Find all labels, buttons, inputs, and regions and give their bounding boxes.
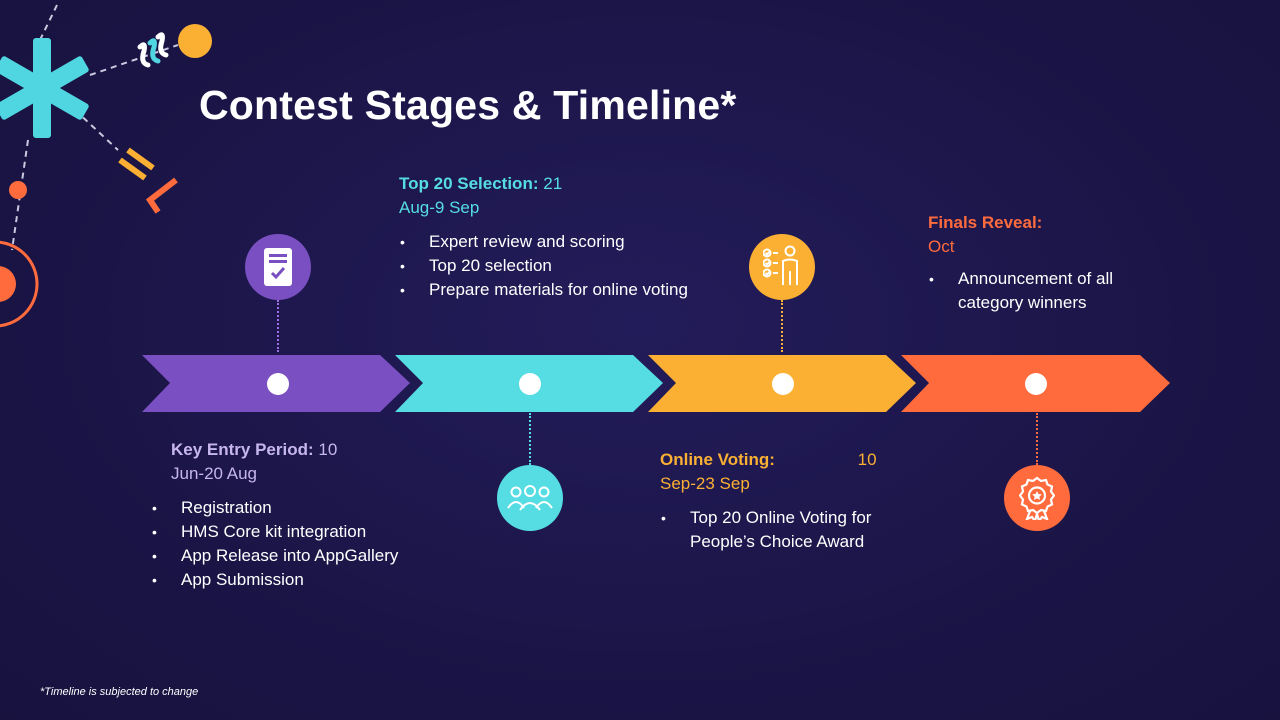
- list-item: App Release into AppGallery: [151, 544, 451, 568]
- list-item: Announcement of all category winners: [928, 267, 1158, 315]
- decorative-graphics: [0, 4, 212, 328]
- stage-4-icon-circle: [1004, 465, 1070, 531]
- list-item: Expert review and scoring: [399, 230, 689, 254]
- footnote: *Timeline is subjected to change: [40, 686, 199, 698]
- stage-3-details: Online Voting: 10 Sep-23 Sep Top 20 Onli…: [660, 448, 910, 554]
- connector-stage-4: [1036, 413, 1038, 465]
- group-people-icon: [507, 485, 553, 511]
- stage-2-icon-circle: [497, 465, 563, 531]
- person-checklist-icon: [763, 245, 798, 285]
- stage-3-heading: Online Voting: 10 Sep-23 Sep: [660, 448, 910, 496]
- stage-2-heading: Top 20 Selection: 21 Aug-9 Sep: [399, 172, 689, 220]
- stage-1-heading: Key Entry Period: 10 Jun-20 Aug: [171, 438, 451, 486]
- list-item: HMS Core kit integration: [151, 520, 451, 544]
- stage-4-heading: Finals Reveal: Oct: [928, 211, 1158, 259]
- award-ribbon-icon: [1019, 476, 1055, 520]
- connector-stage-3: [781, 300, 783, 352]
- stage-1-title: Key Entry Period:: [171, 440, 314, 459]
- timeline-node-1: [267, 373, 289, 395]
- list-item: Prepare materials for online voting: [399, 278, 689, 302]
- stage-1-details: Key Entry Period: 10 Jun-20 Aug Registra…: [152, 438, 451, 592]
- list-item: Registration: [151, 496, 451, 520]
- stage-3-bullets: Top 20 Online Voting for People’s Choice…: [660, 506, 910, 554]
- stage-4-bullets: Announcement of all category winners: [928, 267, 1158, 315]
- stage-4-date-end: Oct: [928, 237, 955, 256]
- timeline-chevrons: [142, 355, 1170, 412]
- connector-stage-2: [529, 413, 531, 465]
- timeline-node-3: [772, 373, 794, 395]
- yellow-dot: [178, 24, 212, 58]
- checklist-document-icon: [264, 248, 292, 286]
- timeline-node-4: [1025, 373, 1047, 395]
- page-title: Contest Stages & Timeline*: [199, 82, 737, 128]
- asterisk-shape: [0, 38, 89, 138]
- stage-2-title: Top 20 Selection:: [399, 174, 539, 193]
- stage-2-date-start: 21: [543, 174, 563, 193]
- stage-1-icon-circle: [245, 234, 311, 300]
- stage-2-details: Top 20 Selection: 21 Aug-9 Sep Expert re…: [399, 172, 689, 302]
- stage-3-date-start: 10: [857, 450, 877, 469]
- stage-2-date-end: Aug-9 Sep: [399, 198, 480, 217]
- stage-3-icon-circle: [749, 234, 815, 300]
- connector-stage-1: [277, 300, 279, 352]
- stage-4-title: Finals Reveal:: [928, 213, 1043, 232]
- list-item: Top 20 Online Voting for People’s Choice…: [660, 506, 910, 554]
- stage-4-details: Finals Reveal: Oct Announcement of all c…: [928, 211, 1158, 315]
- stage-2-bullets: Expert review and scoring Top 20 selecti…: [399, 230, 689, 302]
- stage-3-title: Online Voting:: [660, 450, 775, 469]
- stage-1-date-start: 10: [318, 440, 338, 459]
- timeline-node-2: [519, 373, 541, 395]
- stage-3-date-end: Sep-23 Sep: [660, 474, 750, 493]
- list-item: App Submission: [151, 568, 451, 592]
- orange-dot: [9, 181, 27, 199]
- list-item: Top 20 selection: [399, 254, 689, 278]
- stage-1-date-end: Jun-20 Aug: [171, 464, 258, 483]
- stage-1-bullets: Registration HMS Core kit integration Ap…: [151, 496, 451, 592]
